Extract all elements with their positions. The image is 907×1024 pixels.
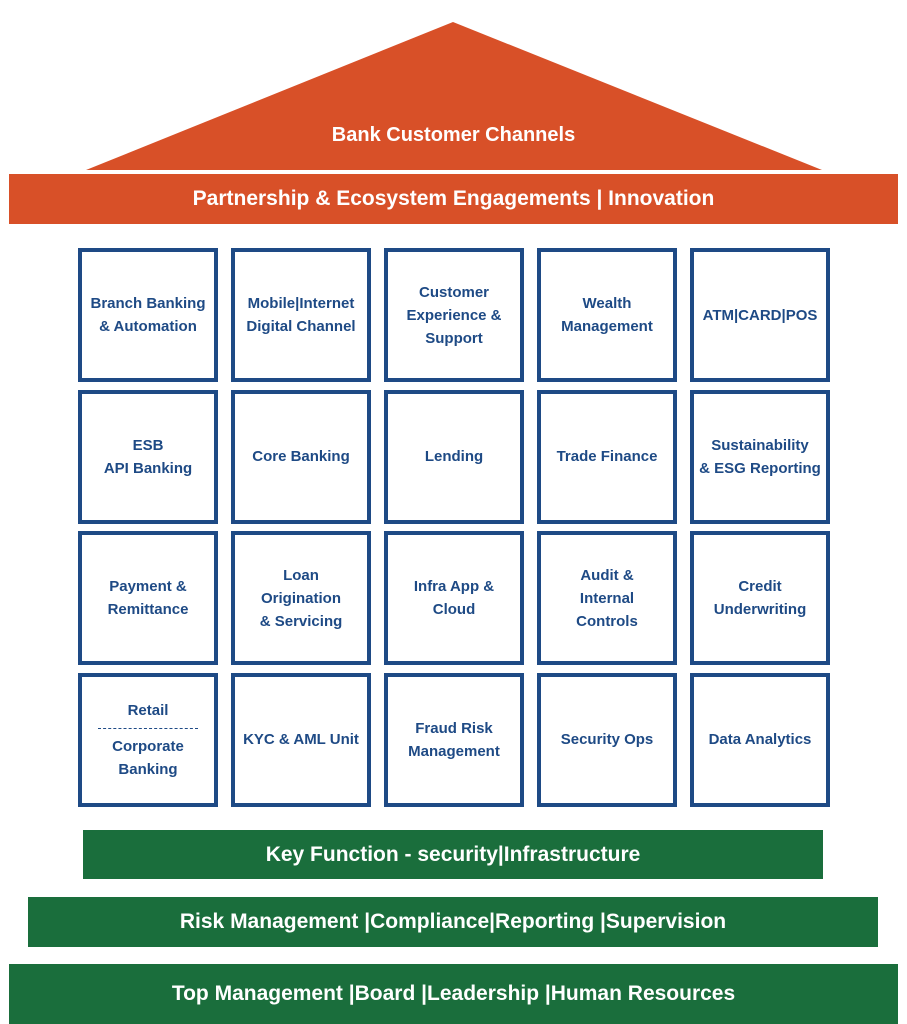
pillar-label-line: Sustainability [711,436,809,454]
pillar-label-line: Wealth [582,295,632,312]
roof-title: Bank Customer Channels [331,124,576,146]
pillar-label-line: Corporate [112,737,184,755]
pillar-label-line: Internal [579,589,635,607]
key-function-band: Key Function - security|Infrastructure [83,830,823,879]
pillar-label-line: Payment & [109,578,187,595]
pillar-box: Payment & Remittance [78,531,218,665]
pillar-label-line: Trade Finance [556,448,658,465]
pillar-box: Data Analytics [690,672,830,807]
pillar-label-line: Branch Banking [90,295,206,312]
roof-triangle [86,22,822,170]
pillar-label-line: Digital Channel [246,318,356,335]
pillar-grid: Branch Banking & Automation Mobile|Interne… [78,248,830,807]
pillar-box: Branch Banking & Automation [78,248,218,382]
pillar-label-line: Support [425,329,483,347]
dashed-divider [98,727,198,729]
pillar-label-line: Core Banking [252,448,350,465]
pillar-label-line: API Banking [103,459,193,477]
top-management-band: Top Management |Board |Leadership |Human… [9,964,898,1024]
pillar-label-line: ATM|CARD|POS [702,306,818,324]
pillar-label-line: Loan [283,566,319,584]
pillar-label-line: Management [408,742,500,760]
pillar-label-line: & Servicing [259,612,343,630]
pillar-label-line: Security Ops [560,731,654,748]
pillar-box: ATM|CARD|POS [690,248,830,382]
pillar-label-line: Retail [127,701,169,719]
pillar-label-line: KYC & AML Unit [243,731,359,748]
partnership-band: Partnership & Ecosystem Engagements | In… [9,174,898,224]
pillar-label-line: Lending [424,448,484,465]
pillar-label-line: Infra App & [413,578,495,595]
pillar-label-line: Remittance [107,601,189,618]
pillar-box: Trade Finance [537,389,677,524]
pillar-box: Core Banking [231,389,371,524]
pillar-box: ESB API Banking [78,389,218,524]
pillar-box: Security Ops [537,672,677,807]
pillar-label-line: ESB [132,436,164,454]
pillar-label-line: Audit & [580,566,634,584]
pillar-label-line: Underwriting [713,601,807,618]
risk-compliance-band: Risk Management |Compliance|Reporting |S… [28,897,878,947]
pillar-label-line: Cloud [432,601,476,618]
pillar-label-line: Controls [576,612,638,630]
pillar-label-line: Origination [261,589,341,607]
pillar-label-line: Credit [738,578,782,595]
pillar-label-line: Banking [118,760,178,778]
pillar-label-line: & Automation [99,318,197,335]
pillar-label-line: Management [561,318,653,335]
pillar-label-line: Experience & [406,306,502,324]
roof-shape [86,22,822,170]
pillar-box: Sustainability & ESG Reporting [690,389,830,524]
pillar-box: Lending [384,389,524,524]
pillar-label-line: & ESG Reporting [699,459,821,477]
pillar-label-line: Customer [418,283,489,301]
pillar-label-line: Data Analytics [708,731,812,748]
pillar-box: Infra App & Cloud [384,531,524,665]
pillar-label-line: Mobile|Internet [247,295,355,312]
pillar-label-line: Fraud Risk [415,719,493,737]
pillar-box: KYC & AML Unit [231,672,371,807]
